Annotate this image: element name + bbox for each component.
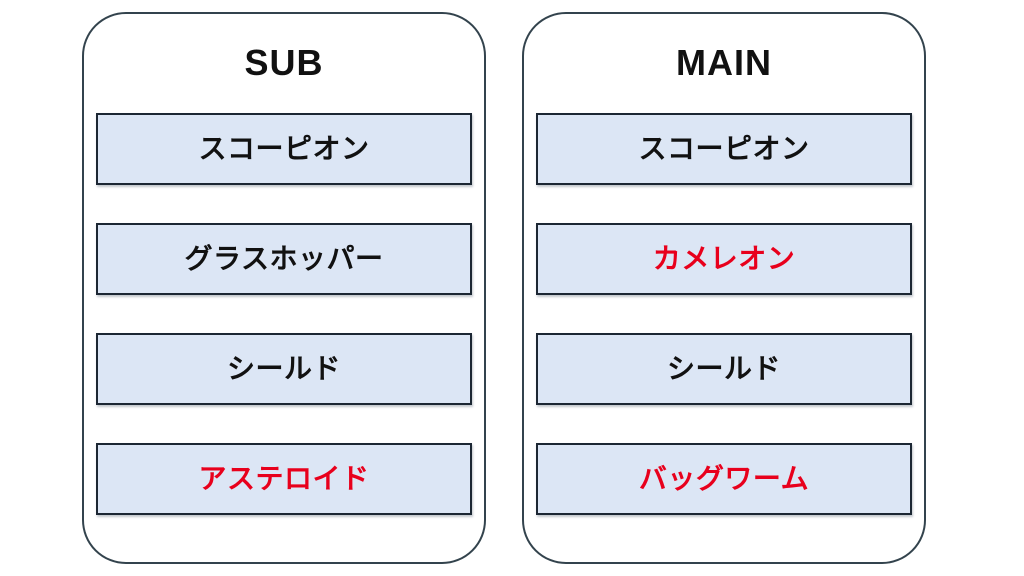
panel-main-row-list: スコーピオン カメレオン シールド バッグワーム	[536, 113, 912, 515]
panel-main-title: MAIN	[676, 42, 772, 83]
list-item[interactable]: アステロイド	[96, 443, 472, 515]
panel-sub: SUB スコーピオン グラスホッパー シールド アステロイド	[82, 12, 486, 564]
list-item-label: シールド	[226, 353, 341, 384]
list-item-label: スコーピオン	[198, 133, 370, 164]
panel-sub-row-list: スコーピオン グラスホッパー シールド アステロイド	[96, 113, 472, 515]
list-item[interactable]: シールド	[96, 333, 472, 405]
list-item-label: グラスホッパー	[184, 243, 384, 274]
list-item[interactable]: シールド	[536, 333, 912, 405]
list-item-label: バッグワーム	[638, 463, 810, 494]
list-item[interactable]: スコーピオン	[96, 113, 472, 185]
list-item-label: スコーピオン	[638, 133, 810, 164]
panel-sub-title: SUB	[244, 42, 324, 83]
list-item-label: カメレオン	[652, 243, 796, 274]
list-item[interactable]: バッグワーム	[536, 443, 912, 515]
list-item[interactable]: カメレオン	[536, 223, 912, 295]
list-item-label: シールド	[666, 353, 781, 384]
list-item[interactable]: スコーピオン	[536, 113, 912, 185]
panel-main: MAIN スコーピオン カメレオン シールド バッグワーム	[522, 12, 926, 564]
list-item[interactable]: グラスホッパー	[96, 223, 472, 295]
list-item-label: アステロイド	[198, 463, 370, 494]
